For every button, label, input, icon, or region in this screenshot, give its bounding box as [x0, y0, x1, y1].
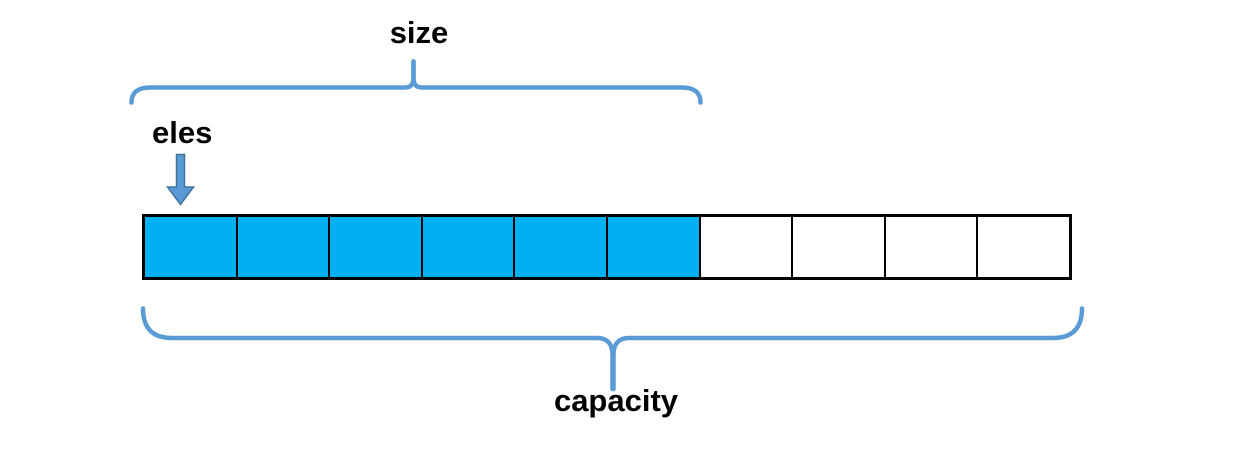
capacity-brace — [140, 306, 1085, 392]
eles-down-arrow-icon — [166, 153, 195, 206]
array-cell-empty — [793, 217, 886, 277]
capacity-label: capacity — [553, 383, 679, 418]
size-label: size — [389, 15, 449, 50]
array-cell-empty — [700, 217, 794, 277]
array-cell-filled — [607, 217, 701, 277]
array-cell-filled — [145, 217, 238, 277]
array-cell-filled — [422, 217, 516, 277]
array-cell-empty — [885, 217, 979, 277]
array-cell-filled — [515, 217, 608, 277]
array-cell-filled — [237, 217, 331, 277]
array-cells-container — [142, 214, 1072, 280]
eles-label: eles — [152, 115, 213, 150]
array-cell-filled — [330, 217, 423, 277]
size-brace — [129, 59, 703, 105]
array-cell-empty — [978, 217, 1069, 277]
